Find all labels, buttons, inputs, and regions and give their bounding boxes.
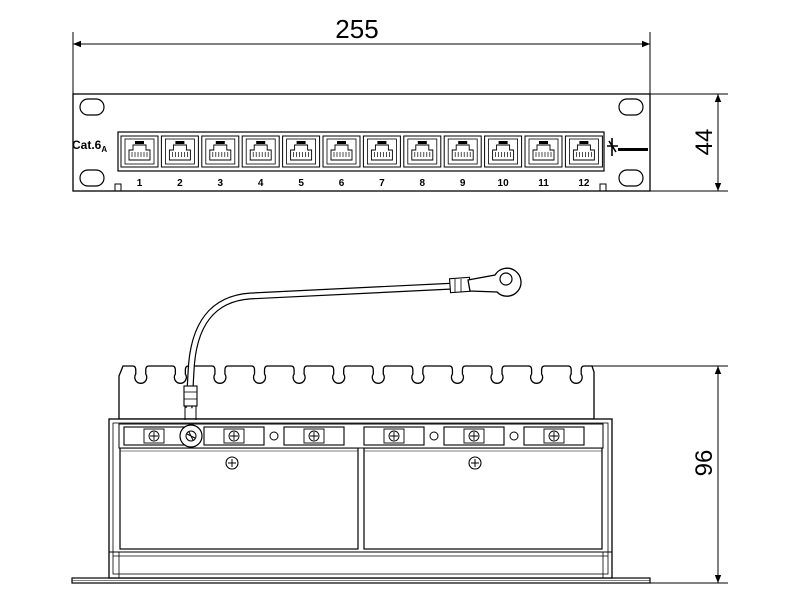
- dimension-height-front: 44: [650, 93, 728, 192]
- port-number-label: 7: [379, 178, 385, 189]
- ground-cable-icon: [183, 267, 522, 420]
- mounting-slot-top-left: [79, 98, 105, 116]
- cable-clamp: [283, 426, 345, 446]
- rj45-port-2: 2: [160, 135, 199, 189]
- cable-clamp: [443, 426, 505, 446]
- port-number-label: 9: [460, 178, 466, 189]
- screw-icon: [468, 456, 482, 470]
- dimension-height-label: 44: [691, 129, 718, 156]
- port-number-label: 5: [298, 178, 304, 189]
- rj45-port-8: 8: [403, 135, 442, 189]
- port-number-label: 11: [538, 178, 549, 189]
- port-number-label: 8: [420, 178, 426, 189]
- category-label: Cat.6A: [72, 138, 107, 154]
- rj45-port-11: 11: [524, 135, 563, 189]
- rj45-port-6: 6: [322, 135, 361, 189]
- port-number-label: 10: [498, 178, 510, 189]
- dimension-width-label: 255: [335, 14, 378, 44]
- rj45-port-12: 12: [564, 135, 603, 189]
- port-number-label: 12: [578, 178, 590, 189]
- rj45-port-1: 1: [120, 135, 159, 189]
- cable-clamp: [363, 426, 425, 446]
- cable-clamp: [523, 426, 585, 446]
- port-number-label: 2: [177, 178, 183, 189]
- rj45-port-10: 10: [484, 135, 523, 189]
- mounting-slot-top-right: [618, 98, 644, 116]
- mounting-slot-bottom-right: [618, 169, 644, 187]
- dimension-width: 255: [72, 14, 651, 95]
- screw-icon: [225, 456, 239, 470]
- ground-lug: [179, 424, 203, 448]
- module-cover-left: [119, 447, 359, 550]
- port-number-label: 6: [339, 178, 345, 189]
- rj45-port-7: 7: [362, 135, 401, 189]
- mounting-hole: [429, 431, 439, 441]
- cable-clamp: [123, 426, 185, 446]
- port-number-label: 3: [218, 178, 224, 189]
- cable-clamp: [203, 426, 265, 446]
- rj45-port-5: 5: [282, 135, 321, 189]
- rj45-port-3: 3: [201, 135, 240, 189]
- port-number-label: 1: [137, 178, 143, 189]
- mounting-hole: [269, 431, 279, 441]
- mounting-slot-bottom-left: [79, 169, 105, 187]
- module-cover-right: [363, 447, 603, 550]
- rj45-port-9: 9: [443, 135, 482, 189]
- mounting-hole: [509, 431, 519, 441]
- dimension-depth-label: 96: [691, 450, 718, 477]
- telegartner-logo-icon: [607, 138, 648, 156]
- rj45-port-4: 4: [241, 135, 280, 189]
- port-number-label: 4: [258, 178, 264, 189]
- clamp-row: [118, 423, 604, 449]
- rear-view: 96: [71, 267, 728, 584]
- category-subscript: A: [101, 145, 107, 154]
- dimension-depth: 96: [590, 365, 728, 584]
